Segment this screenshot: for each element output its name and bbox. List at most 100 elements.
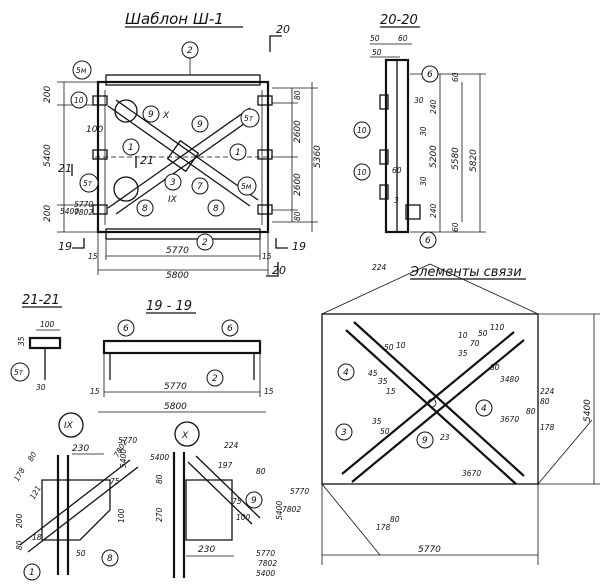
detail-x-dim-197: 197 (218, 461, 233, 470)
section-mark-21-center-label: 21 (140, 154, 154, 167)
sec19-dim-5800: 5800 (164, 402, 187, 412)
bracing-elements: Элементы связи 5770 5400 224 110 10 70 (275, 263, 600, 565)
callout-5t-right (240, 108, 260, 128)
callout-10 (70, 91, 88, 109)
detail-ix-dim-200: 200 (15, 513, 24, 528)
bottom-channel (105, 228, 261, 240)
bracing-outer-frame (321, 313, 539, 485)
detail-x-title: X (181, 431, 189, 441)
detail-circle-x (114, 99, 138, 123)
lug-left-bottom (92, 204, 108, 215)
callout-1-left-label: 1 (128, 143, 134, 153)
dim-right-5360: 5360 (313, 145, 323, 168)
callout-5t-right-label: 5т (244, 114, 254, 123)
bracing-dim-23: 23 (440, 433, 450, 442)
section-mark-20 (269, 35, 282, 52)
detail-ref-x: X (162, 111, 170, 121)
detail-ix-dim-5770: 5770 (118, 436, 137, 445)
brace-diagonal-1 (107, 107, 259, 215)
bracing-callout-9 (416, 431, 434, 449)
bracing-dim-10-left: 10 (396, 341, 406, 350)
sec20-dim-5820: 5820 (469, 149, 479, 172)
detail-circle-ix (113, 176, 139, 202)
sec20-dim-240-bottom: 240 (429, 203, 438, 218)
detail-x-callout-9 (245, 491, 263, 509)
detail-ix-callout-8-label: 8 (107, 554, 113, 564)
detail-ix-dim-75: 75 (110, 477, 120, 486)
dim-right-2600-top: 2600 (293, 120, 303, 143)
sec20-dim-5200: 5200 (429, 145, 439, 168)
detail-ix-badge (58, 412, 84, 438)
bracing-dim-5400-left: 5400 (275, 501, 284, 520)
callout-2-bottom (196, 233, 214, 251)
bracing-callout-9-label: 9 (422, 436, 428, 446)
detail-ix-dim-5400: 5400 (119, 449, 128, 468)
dim-bottom-5800: 5800 (166, 271, 189, 281)
detail-x-dim-5400-b: 5400 (256, 569, 275, 578)
bracing-callout-4-right-label: 4 (481, 404, 487, 414)
dim-left-200-bottom: 200 (43, 205, 53, 222)
bracing-dim-5400: 5400 (583, 399, 593, 422)
bracing-dim-35-top: 35 (458, 349, 468, 358)
section-21-21: 21-21 100 35 30 5т (10, 293, 62, 392)
detail-ix-brace (19, 459, 131, 546)
detail-ix-callout-1 (23, 563, 41, 581)
callout-5m-left (72, 60, 92, 80)
callout-8-right (207, 199, 225, 217)
bracing-dim-5770-left: 5770 (290, 487, 309, 496)
sec19-callout-6-left (117, 319, 135, 337)
detail-x-dim-80-right: 80 (256, 467, 266, 476)
bracing-callout-4-right (475, 399, 493, 417)
bracing-dim-5770: 5770 (418, 545, 441, 555)
dim-bottom-15-right: 15 (262, 252, 272, 261)
bracing-dim-224-right: 224 (540, 387, 555, 396)
bracing-dim-224-top: 224 (372, 263, 387, 272)
sec21-dim-35: 35 (17, 336, 26, 346)
bracing-dim-80-b: 80 (526, 407, 536, 416)
lug-section-3 (379, 184, 389, 200)
detail-ix-dim-80-bottom: 80 (15, 540, 24, 550)
dim-left-5400: 5400 (43, 144, 53, 167)
detail-x-callout-9-label: 9 (251, 496, 257, 506)
detail-x-dim-230: 230 (198, 545, 215, 555)
bracing-dim-3670-a: 3670 (500, 415, 519, 424)
callout-9-left (142, 105, 160, 123)
detail-x-dim-270: 270 (155, 507, 164, 522)
sec20-dim-30-top: 30 (419, 126, 428, 136)
dim-right-80-bottom: 80 (293, 211, 302, 221)
detail-x-dim-100: 100 (236, 513, 251, 522)
main-title: Шаблон Ш-1 (125, 10, 224, 28)
dim-left-5770: 5770 (74, 200, 93, 209)
detail-x-badge (174, 421, 200, 447)
callout-1-left (122, 138, 140, 156)
detail-ix-dim-18: 18 (32, 533, 42, 542)
section-mark-20-label: 20 (276, 23, 290, 36)
sec20-callout-10-bottom (353, 163, 371, 181)
detail-ref-ix: IX (168, 195, 178, 205)
detail-ix-gusset (41, 479, 111, 541)
detail-x-dim-7802: 7802 (258, 559, 277, 568)
detail-ix-callout-8 (101, 549, 119, 567)
dim-left-5400-small: 5400 (60, 207, 79, 216)
bracing-dim-110: 110 (490, 323, 505, 332)
sec21-callout-5t-label: 5т (14, 368, 24, 377)
sec20-dim-240-top: 240 (429, 99, 438, 114)
sec20-dim-60: 60 (398, 34, 408, 43)
detail-x-brace (187, 461, 253, 525)
dim-left-200-top: 200 (43, 86, 53, 103)
detail-ix-dim-121: 121 (28, 484, 43, 501)
lug-right-bottom (257, 204, 273, 215)
sec20-dim-30-a: 30 (414, 96, 424, 105)
bracket-section (405, 204, 421, 220)
sec20-dim-60-bottom: 60 (451, 222, 460, 232)
section-mark-19-right (275, 238, 288, 249)
dim-100: 100 (86, 125, 103, 135)
detail-x: X 230 224 197 80 80 270 100 75 5400 5770… (150, 421, 277, 578)
lug-right-top (257, 95, 273, 106)
sec21-callout-5t (10, 362, 30, 382)
dim-right-2600-bottom: 2600 (293, 173, 303, 196)
sec21-profile (28, 336, 62, 350)
callout-9-right-label: 9 (197, 120, 203, 130)
sec20-callout-10-bottom-label: 10 (357, 168, 367, 177)
